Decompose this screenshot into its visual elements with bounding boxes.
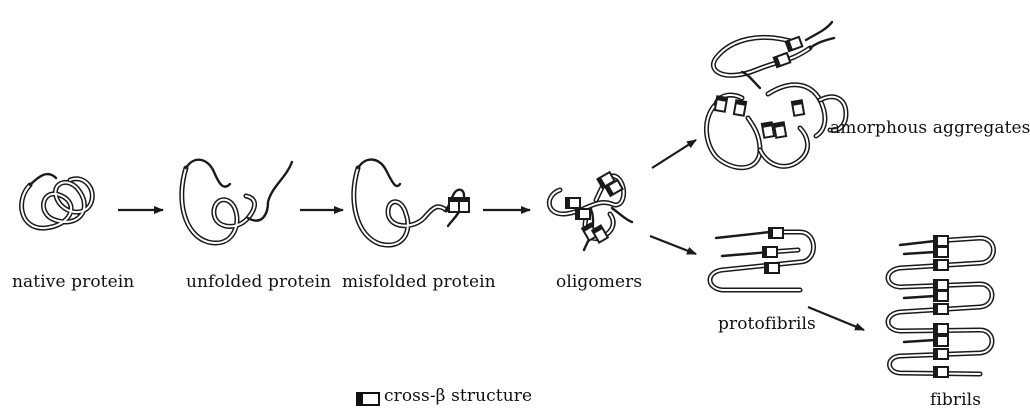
label-native-protein: native protein [12,272,134,292]
native-protein-illustration [22,174,93,228]
label-misfolded-protein: misfolded protein [342,272,496,292]
cross-beta-block-icon [356,392,380,406]
label-unfolded-protein: unfolded protein [186,272,331,292]
label-protofibrils: protofibrils [718,314,816,334]
oligomers-illustration [549,172,632,250]
unfolded-protein-illustration [182,160,292,243]
label-amorphous-aggregates: amorphous aggregates [830,118,1030,138]
misfolded-protein-illustration [354,160,469,246]
label-oligomers: oligomers [556,272,642,292]
protofibrils-illustration [710,228,814,290]
arrow-oligomers-to-protofibrils [650,236,696,254]
fibrils-illustration [888,236,994,377]
amorphous-aggregates-illustration [706,22,846,168]
arrow-protofibrils-to-fibrils [808,307,864,330]
arrow-oligomers-to-amorphous [652,140,696,168]
legend-label-cross-beta: cross-β structure [384,386,532,406]
label-fibrils: fibrils [930,390,981,410]
